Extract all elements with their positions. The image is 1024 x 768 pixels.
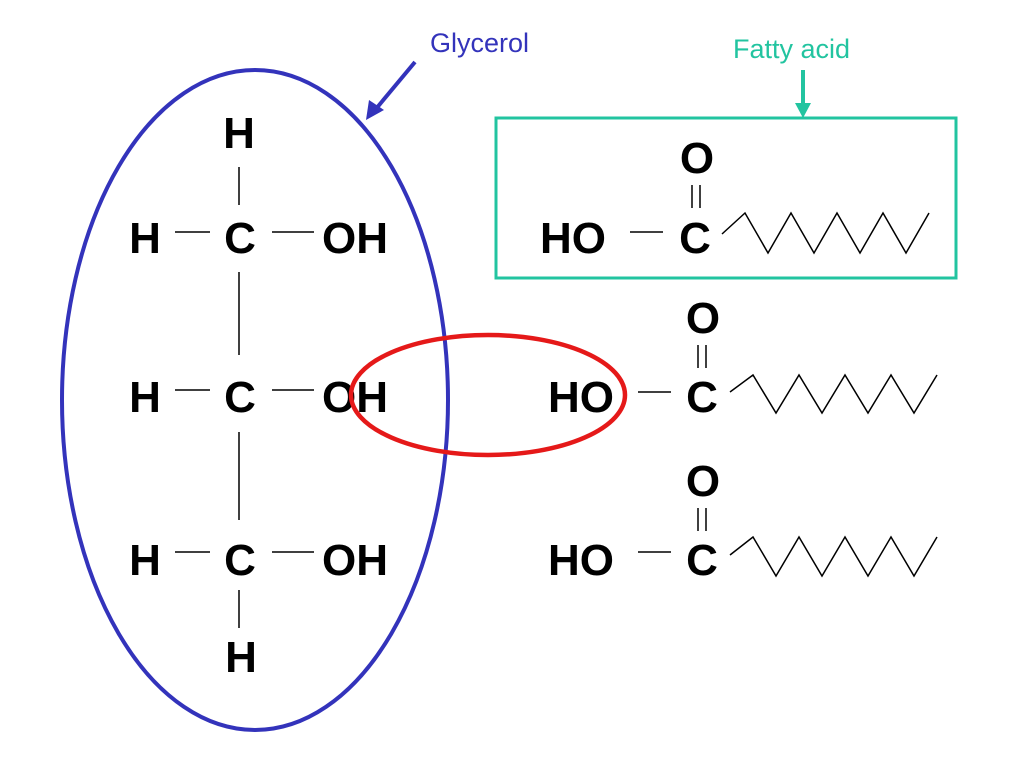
glycerol-row1-hydroxyl: OH: [322, 214, 388, 263]
glycerol-molecule: H H C OH H C OH H C OH H: [129, 109, 388, 682]
glycerol-arrow-head: [366, 100, 384, 120]
glycerol-row3-hydroxyl: OH: [322, 536, 388, 585]
glycerol-arrow-shaft: [373, 60, 417, 112]
glycerol-row2-carbon: C: [224, 373, 256, 422]
fatty-acid-3-carbonyl-oxygen: O: [686, 457, 720, 506]
fatty-acid-3-hydrocarbon-chain: [729, 535, 938, 578]
fatty-acid-2-carbonyl-oxygen: O: [686, 294, 720, 343]
glycerol-bottom-hydrogen: H: [225, 633, 257, 682]
fatty-acid-1-carbon: C: [679, 214, 711, 263]
fatty-acid-3-hydroxyl: HO: [548, 536, 614, 585]
fatty-acid-3: O HO C: [548, 457, 938, 585]
glycerol-row1-left-hydrogen: H: [129, 214, 161, 263]
glycerol-row1-carbon: C: [224, 214, 256, 263]
glycerol-top-hydrogen: H: [223, 109, 255, 158]
fatty-acid-label: Fatty acid: [733, 34, 850, 64]
fatty-acid-2-hydroxyl: HO: [548, 373, 614, 422]
fatty-acid-1: O HO C: [540, 134, 930, 263]
glycerol-row3-left-hydrogen: H: [129, 536, 161, 585]
glycerol-ellipse: [60, 68, 450, 732]
glycerol-row2-left-hydrogen: H: [129, 373, 161, 422]
fatty-acid-2-hydrocarbon-chain: [729, 373, 938, 415]
fatty-acid-1-hydrocarbon-chain: [721, 211, 930, 255]
glycerol-row3-carbon: C: [224, 536, 256, 585]
glycerol-label: Glycerol: [430, 28, 529, 58]
fatty-acid-box: [494, 116, 958, 280]
reaction-highlight-ellipse: [348, 332, 628, 458]
fatty-acid-2: O HO C: [548, 294, 938, 422]
fatty-acid-2-carbon: C: [686, 373, 718, 422]
fatty-acid-1-carbonyl-oxygen: O: [680, 134, 714, 183]
fatty-acid-1-hydroxyl: HO: [540, 214, 606, 263]
fatty-acid-3-carbon: C: [686, 536, 718, 585]
fatty-acid-arrow-head: [795, 103, 811, 118]
